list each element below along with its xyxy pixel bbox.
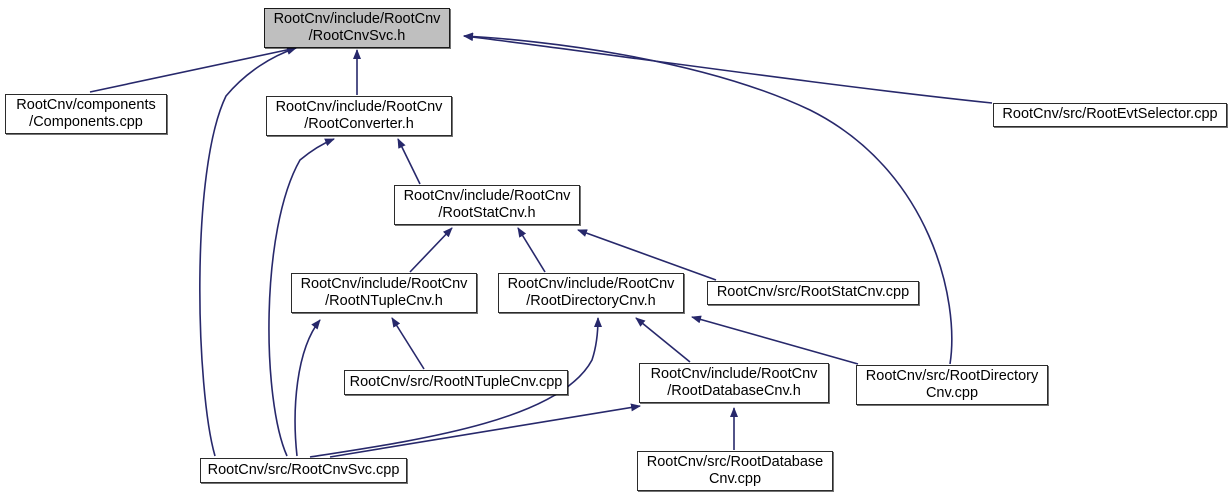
edge-rootcnvsvc-cpp-to-rootntuplecnv-h [294,319,321,457]
node-rootstatcnv-cpp[interactable]: RootCnv/src/RootStatCnv.cpp [707,281,919,305]
node-rootcnvsvc-h[interactable]: RootCnv/include/RootCnv /RootCnvSvc.h [264,8,450,48]
edge-rootstatcnv-cpp-to-rootstatcnv-h [577,229,717,281]
node-label: RootCnv/src/RootEvtSelector.cpp [1002,106,1218,123]
node-rootdirectorycnv-h[interactable]: RootCnv/include/RootCnv /RootDirectoryCn… [498,273,684,313]
edge-rootdirectorycnv-cpp-to-rootdirectorycnv-h [691,315,859,365]
node-rootntuplecnv-cpp[interactable]: RootCnv/src/RootNTupleCnv.cpp [344,370,568,395]
node-label: RootCnv/src/RootStatCnv.cpp [716,284,910,301]
edge-rootntuplecnv-h-to-rootstatcnv-h [409,227,453,273]
node-label: RootCnv/src/RootNTupleCnv.cpp [349,373,563,390]
edge-rootcnvsvc-cpp-to-rootdatabasecnv-h [329,403,641,458]
node-rootcnvsvc-cpp[interactable]: RootCnv/src/RootCnvSvc.cpp [200,458,407,483]
edge-rootevtselector-cpp-to-rootcnvsvc-h [463,33,993,104]
edge-rootcnvsvc-cpp-to-rootcnvsvc-h [199,47,297,457]
node-label: RootCnv/src/RootDatabase Cnv.cpp [646,453,824,487]
edge-rootdirectorycnv-cpp-to-rootcnvsvc-h [463,32,953,365]
edge-rootdatabasecnv-h-to-rootdirectorycnv-h [635,317,691,363]
node-label: RootCnv/include/RootCnv /RootConverter.h [275,98,443,132]
edge-components-cpp-to-rootcnvsvc-h [89,45,297,93]
node-rootstatcnv-h[interactable]: RootCnv/include/RootCnv /RootStatCnv.h [394,185,580,225]
node-rootconverter-h[interactable]: RootCnv/include/RootCnv /RootConverter.h [266,96,452,136]
edge-rootntuplecnv-cpp-to-rootntuplecnv-h [391,317,425,370]
node-label: RootCnv/include/RootCnv /RootCnvSvc.h [273,10,441,44]
node-label: RootCnv/include/RootCnv /RootDirectoryCn… [507,275,675,309]
node-label: RootCnv/src/RootCnvSvc.cpp [207,461,400,478]
node-rootntuplecnv-h[interactable]: RootCnv/include/RootCnv /RootNTupleCnv.h [291,273,477,313]
node-components-cpp[interactable]: RootCnv/components /Components.cpp [5,94,167,134]
node-label: RootCnv/include/RootCnv /RootDatabaseCnv… [650,365,818,399]
node-rootdatabasecnv-cpp[interactable]: RootCnv/src/RootDatabase Cnv.cpp [637,451,833,491]
node-rootevtselector-cpp[interactable]: RootCnv/src/RootEvtSelector.cpp [993,103,1227,127]
edge-rootcnvsvc-cpp-to-rootconverter-h [268,138,335,457]
node-label: RootCnv/src/RootDirectory Cnv.cpp [865,367,1039,401]
node-label: RootCnv/include/RootCnv /RootStatCnv.h [403,187,571,221]
node-label: RootCnv/components /Components.cpp [16,96,156,130]
edge-rootstatcnv-h-to-rootconverter-h [397,138,421,185]
edge-rootdirectorycnv-h-to-rootstatcnv-h [517,227,546,273]
node-rootdirectorycnv-cpp[interactable]: RootCnv/src/RootDirectory Cnv.cpp [856,365,1048,405]
node-rootdatabasecnv-h[interactable]: RootCnv/include/RootCnv /RootDatabaseCnv… [639,363,829,403]
node-label: RootCnv/include/RootCnv /RootNTupleCnv.h [300,275,468,309]
